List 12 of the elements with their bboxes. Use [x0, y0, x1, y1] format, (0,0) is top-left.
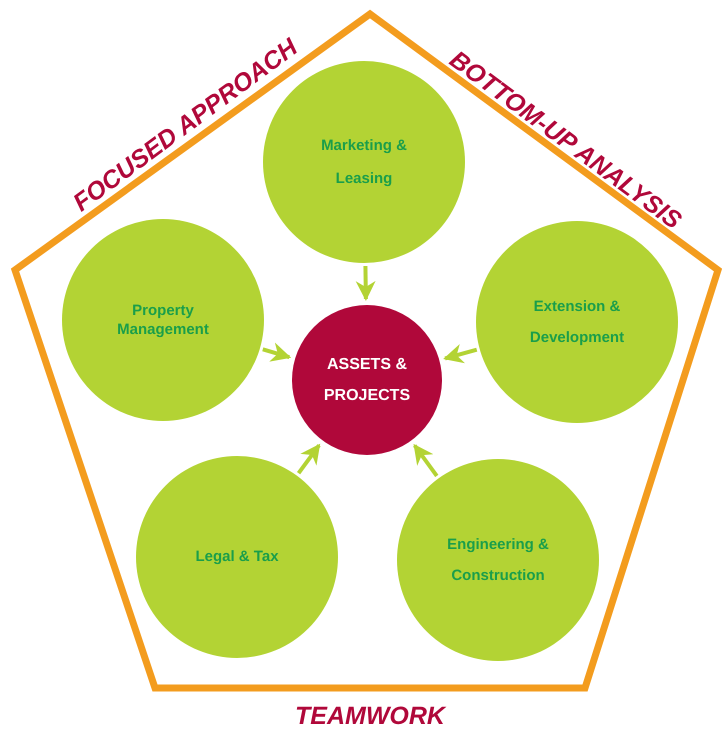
circle-label: Marketing & Leasing — [320, 136, 408, 189]
circle-label: ASSETS & PROJECTS — [322, 354, 412, 406]
arrow — [413, 444, 438, 478]
circle-label: Legal & Tax — [194, 547, 280, 567]
circle-label: Property Management — [116, 300, 210, 340]
side-label: TEAMWORK — [295, 702, 445, 729]
circle-label: Extension & Development — [528, 296, 626, 348]
arrow — [356, 266, 376, 301]
circle-label: Engineering & Construction — [446, 534, 550, 586]
arrow — [443, 344, 478, 364]
arrow — [296, 444, 321, 474]
arrow — [262, 342, 292, 362]
